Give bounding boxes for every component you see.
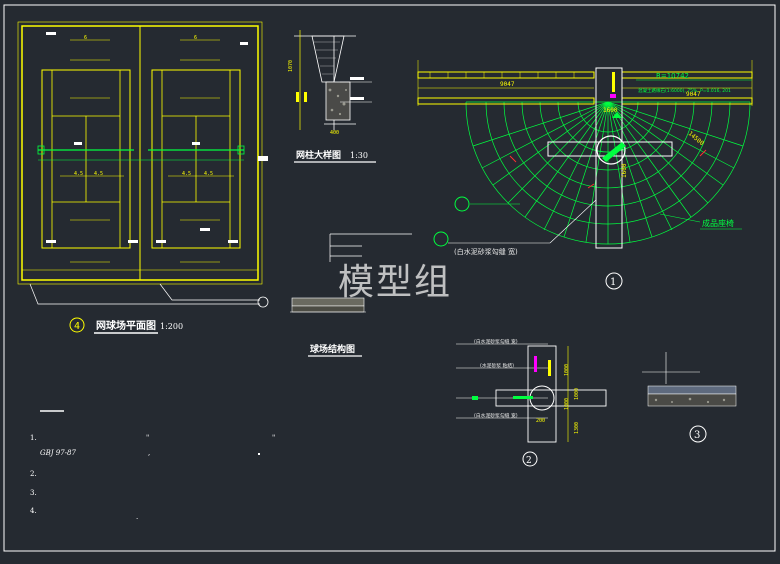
- note-4-text2: .: [136, 513, 138, 521]
- court-plan-title: 网球场平面图: [96, 319, 156, 332]
- detail2-number-circle: [522, 451, 538, 467]
- court-plan: 4.5 4.5 4.5 4.5 6 6 4 网球场平面图 1:200: [17, 21, 269, 334]
- post-circle: [596, 135, 626, 165]
- fan-label-sand: (白水泥砂浆勾缝 宽): [454, 247, 518, 256]
- note-1-num: 1.: [30, 434, 37, 442]
- fan-detail-number-circle: [605, 272, 623, 290]
- post-detail: 1070 400 网柱大样图 1:30: [288, 30, 376, 163]
- court-dim-4: 4.5: [204, 171, 213, 177]
- post-dim-left: 1070: [288, 60, 294, 72]
- detail2-column: [527, 345, 557, 443]
- detail2-dim-4: 1000: [574, 388, 580, 400]
- court-section-marker: [258, 156, 268, 161]
- bottom-beam-right: [621, 97, 753, 105]
- court-plan-scale: 1:200: [160, 322, 183, 331]
- detail3-layer-bottom: [647, 393, 737, 407]
- fan-callout-left: [454, 196, 470, 212]
- magenta-marker: [610, 94, 616, 98]
- detail-3: 3: [642, 352, 737, 443]
- top-beam-left: [417, 71, 595, 79]
- fan-detail-number: 1: [610, 277, 616, 288]
- note-1b-text: GBJ 97-87: [40, 449, 76, 457]
- court-outer-fence: [17, 21, 263, 285]
- detail2-dim-3: 1300: [574, 422, 580, 434]
- detail2-label-1: (白水泥砂浆勾缝 宽): [474, 338, 518, 345]
- detail3-number-circle: [689, 425, 707, 443]
- site-structure-title: 球场结构图: [310, 343, 355, 355]
- detail2-dim-1: 1000: [564, 364, 570, 376]
- post-detail-scale: 1:30: [350, 151, 368, 160]
- fan-dim-right: 9047: [686, 91, 701, 98]
- post-body: [311, 35, 345, 83]
- detail3-number: 3: [694, 430, 700, 441]
- court-dim-1: 4.5: [74, 171, 83, 177]
- fan-note-line: 混凝土路缘石(1:6000), 75%, P=0.016, 201: [638, 87, 731, 94]
- court-callout-circle: [257, 296, 269, 308]
- note-1-text: ": [146, 434, 149, 442]
- fan-note-top: R=10742: [656, 72, 689, 80]
- detail2-number: 2: [526, 456, 532, 466]
- note-1b-text2: ,: [148, 449, 150, 457]
- detail2-label-2: (水泥砂浆 粘结): [480, 362, 514, 369]
- detail3-layer-top: [647, 385, 737, 395]
- court-dim-3: 4.5: [182, 171, 191, 177]
- fan-dim-mid: 1600: [603, 107, 618, 114]
- drawing-frame: [3, 4, 776, 552]
- court-plan-number: 4: [74, 321, 80, 332]
- court-dim-6: 6: [194, 35, 197, 41]
- post-detail-title: 网柱大样图: [296, 149, 341, 161]
- detail2-dim-2: 1000: [564, 398, 570, 410]
- fan-detail: 9047 9047 1600 1600 14500 R=10742 混凝土路缘石…: [417, 60, 753, 290]
- post-dim-bottom: 400: [330, 130, 339, 136]
- detail2-dim-5: 200: [536, 418, 545, 424]
- fan-label-product: 成品座椅: [702, 218, 734, 228]
- structure-layer-bottom: [291, 305, 365, 313]
- fan-callout-sand: [433, 231, 449, 247]
- note-4-num: 4.: [30, 507, 37, 515]
- note-3-num: 3.: [30, 489, 37, 497]
- detail2-label-3: (白水泥砂浆勾缝 宽): [474, 412, 518, 419]
- note-2-num: 2.: [30, 470, 37, 478]
- fan-dim-vertical: 1600: [621, 163, 628, 178]
- note-1-text2: ": [272, 434, 275, 442]
- notes: 1. " " GBJ 97-87 , 2. 3. 4. .: [30, 410, 275, 521]
- court-plan-number-circle: [69, 317, 85, 333]
- bottom-beam-left: [417, 97, 595, 105]
- detail-2: (白水泥砂浆勾缝 宽) (水泥砂浆 粘结) (白水泥砂浆勾缝 宽) 1000 1…: [456, 338, 607, 467]
- green-arrow: [602, 142, 626, 162]
- court-dim-5: 6: [84, 35, 87, 41]
- site-structure: 球场结构图: [290, 233, 412, 357]
- post-footing: [325, 81, 351, 121]
- watermark: 模型组: [337, 262, 452, 303]
- court-dim-2: 4.5: [94, 171, 103, 177]
- fan-dim-left: 9047: [500, 81, 515, 88]
